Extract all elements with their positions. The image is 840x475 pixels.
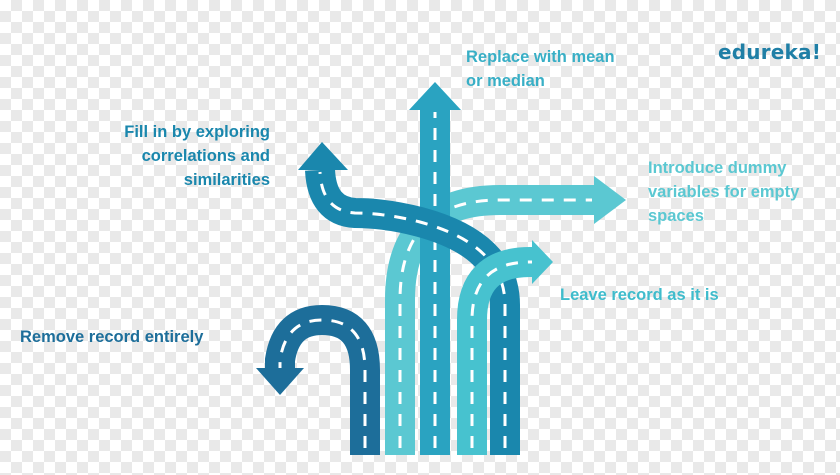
label-fill-by-correlations: Fill in by exploring correlations and si…: [124, 123, 270, 189]
road-leave-record: [457, 240, 553, 455]
fill-arrowhead: [298, 142, 348, 170]
label-remove-record: Remove record entirely: [20, 328, 204, 346]
edureka-logo: edureka!: [718, 40, 822, 64]
label-introduce-dummy-variables: Introduce dummy variables for empty spac…: [648, 159, 800, 225]
remove-arrowhead: [256, 368, 304, 395]
leave-arrowhead: [532, 240, 553, 284]
road-remove-record: [256, 304, 380, 455]
label-leave-record: Leave record as it is: [560, 286, 719, 304]
replace-arrowhead: [409, 82, 461, 110]
road-replace-mean: [409, 82, 461, 455]
dummy-arrowhead: [594, 176, 626, 224]
label-replace-with-mean: Replace with mean or median: [466, 48, 615, 90]
